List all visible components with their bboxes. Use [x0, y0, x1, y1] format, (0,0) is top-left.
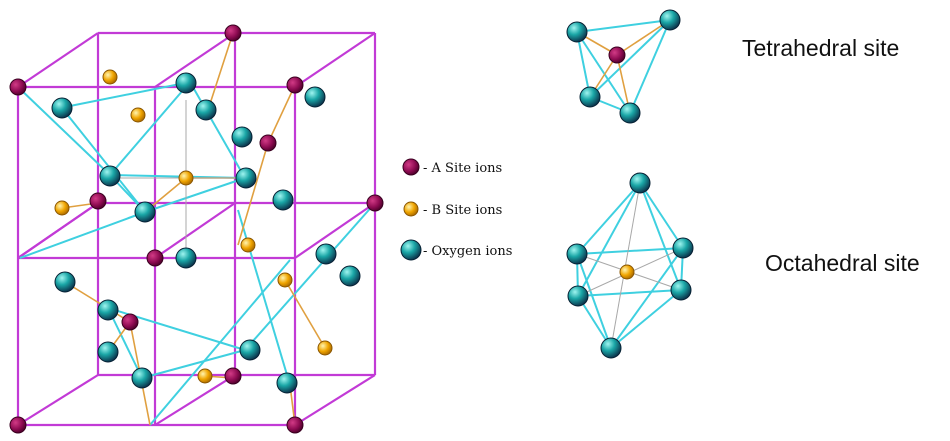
oxygen-ion [231, 126, 253, 148]
a-site-ion [224, 367, 242, 385]
oxygen-ion [339, 265, 361, 287]
a-site-swatch [402, 158, 420, 176]
a-site-ion [9, 416, 27, 434]
a-site-ions [9, 24, 384, 434]
a-site-ion [366, 194, 384, 212]
oxygen-ion [175, 247, 197, 269]
oxygen-ion [131, 367, 153, 389]
a-site-ion [286, 76, 304, 94]
legend-oxygen: - Oxygen ions [400, 239, 512, 261]
b-site-ion [277, 272, 293, 288]
oxygen-ion [629, 172, 651, 194]
a-site-ion [146, 249, 164, 267]
oxygen-ion [235, 167, 257, 189]
a-site-ion [224, 24, 242, 42]
b-site-ion [102, 69, 118, 85]
b-site-ion [178, 170, 194, 186]
oxygen-ion [672, 237, 694, 259]
oxygen-ion [51, 97, 73, 119]
legend: - A Site ions - B Site ions - Oxygen ion… [400, 158, 512, 261]
a-site-ion [608, 46, 626, 64]
oxygen-ion [54, 271, 76, 293]
a-site-ion [286, 416, 304, 434]
oxygen-ion [195, 99, 217, 121]
legend-a-site-label: - A Site ions [423, 161, 502, 176]
oxygen-ion [97, 299, 119, 321]
tetrahedral-site [566, 9, 681, 124]
oxygen-ion [239, 339, 261, 361]
oxygen-ion [566, 243, 588, 265]
a-site-ion [121, 313, 139, 331]
oxygen-ion [670, 279, 692, 301]
octahedral-site-label: Octahedral site [765, 250, 920, 276]
a-site-ion [259, 134, 277, 152]
oxygen-swatch [400, 239, 422, 261]
legend-b-site-label: - B Site ions [423, 203, 502, 218]
oxygen-ion [304, 86, 326, 108]
b-site-ion [240, 237, 256, 253]
oxygen-ion [276, 372, 298, 394]
oxygen-ion [619, 102, 641, 124]
b-site-ion [197, 368, 213, 384]
a-site-ion [9, 78, 27, 96]
legend-a-site: - A Site ions [402, 158, 502, 176]
oxygen-ion [315, 243, 337, 265]
grey-bonds [110, 100, 245, 256]
b-site-ion [130, 107, 146, 123]
oxygen-ion [566, 21, 588, 43]
legend-b-site: - B Site ions [403, 201, 502, 218]
b-site-ion [619, 264, 635, 280]
octahedral-site [566, 172, 694, 359]
tetrahedral-site-label: Tetrahedral site [742, 35, 899, 61]
b-site-ions [54, 69, 333, 384]
oxygen-ion [600, 337, 622, 359]
oxygen-ion [659, 9, 681, 31]
oxygen-ion [99, 165, 121, 187]
oxygen-ion [97, 341, 119, 363]
b-site-swatch [403, 201, 419, 217]
oxygen-ion [134, 201, 156, 223]
unit-cell [9, 24, 384, 434]
b-site-ion [54, 200, 70, 216]
oxygen-ion [579, 86, 601, 108]
legend-oxygen-label: - Oxygen ions [423, 244, 512, 259]
a-site-ion [89, 192, 107, 210]
oxygen-ion [175, 72, 197, 94]
b-site-ion [317, 340, 333, 356]
oxygen-ions [51, 72, 361, 394]
oxygen-ion [567, 285, 589, 307]
oxygen-ion [272, 189, 294, 211]
